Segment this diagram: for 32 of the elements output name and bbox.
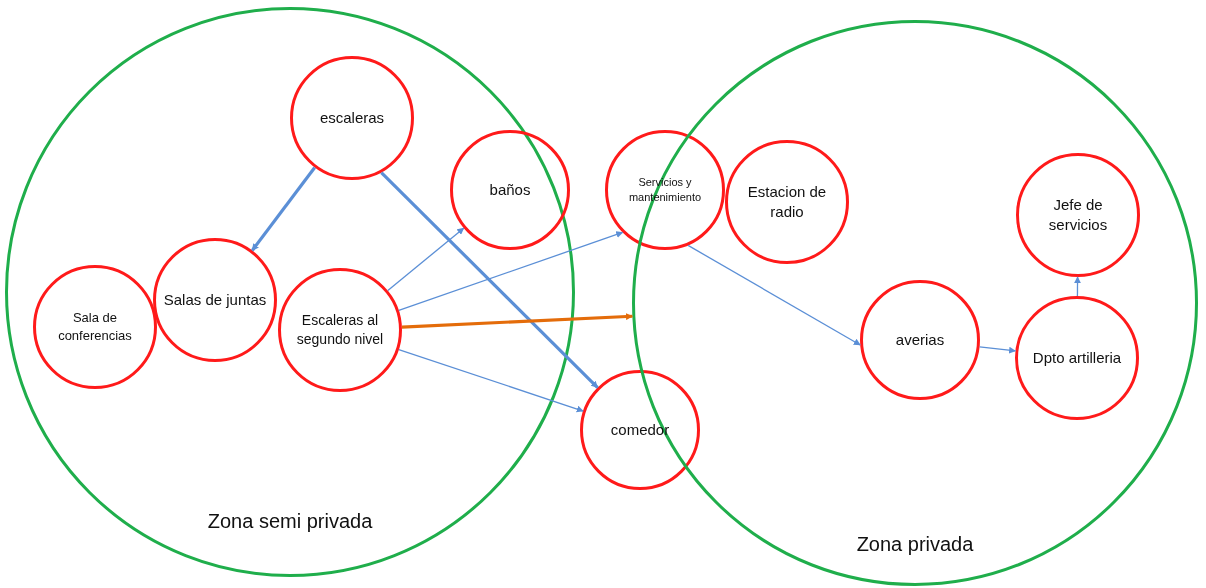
room-label: Estacion de radio [746, 181, 828, 222]
room-label: Jefe de servicios [1047, 194, 1109, 235]
arrow [401, 313, 633, 329]
room-circle [725, 140, 849, 264]
room-label: averias [895, 329, 945, 350]
arrow [978, 346, 1017, 354]
arrow [380, 171, 599, 389]
room-label: Escaleras al segundo nivel [295, 311, 385, 349]
arrow [1074, 276, 1081, 297]
arrow [251, 166, 316, 252]
room-circle [580, 370, 700, 490]
arrow [687, 244, 861, 346]
room-circle [290, 56, 414, 180]
room-circle [278, 268, 402, 392]
room-circle [605, 130, 725, 250]
arrow [387, 227, 465, 292]
room-label: Sala de conferencias [57, 309, 133, 345]
room-circle [450, 130, 570, 250]
zone-circle [5, 7, 575, 577]
room-label: escaleras [319, 107, 385, 128]
zone-label: Zona semi privada [206, 510, 374, 533]
room-circle [1015, 296, 1139, 420]
room-circle [860, 280, 980, 400]
room-circle [153, 238, 277, 362]
arrow [398, 348, 584, 413]
room-label: Dpto artilleria [1032, 347, 1122, 368]
arrow [398, 231, 624, 312]
room-circle [33, 265, 157, 389]
room-label: baños [489, 179, 531, 200]
room-circle [1016, 153, 1140, 277]
room-label: Salas de juntas [163, 289, 267, 310]
zone-label: Zona privada [855, 533, 975, 556]
